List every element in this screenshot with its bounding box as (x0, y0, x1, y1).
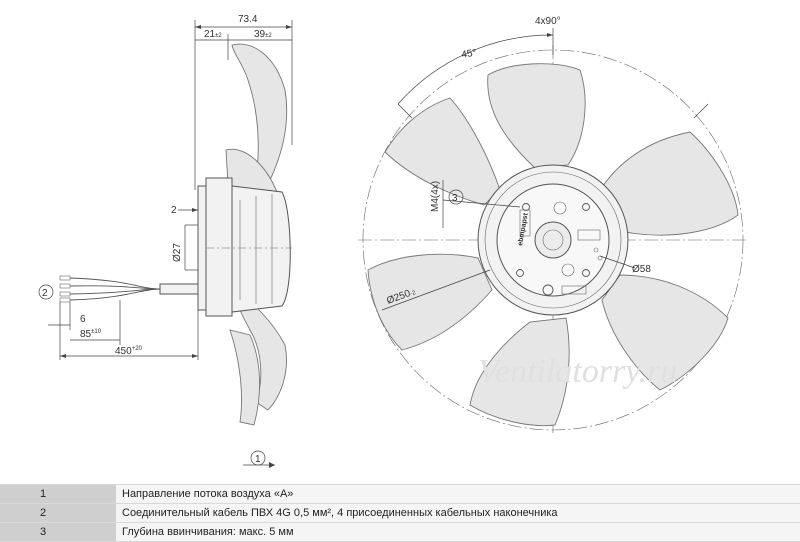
side-view: 73.4 21±2 39±2 2 Ø27 (38, 14, 293, 468)
shaft-bore (534, 221, 572, 259)
dim-cable-strip-label: 6 (80, 314, 86, 325)
side-blade-lower (235, 289, 287, 411)
motor-flange (197, 185, 207, 311)
blade-6 (384, 97, 501, 206)
dim-angle-label: 45° (461, 47, 478, 60)
front-view: ebmpapst 4x90° 45° M4(4x) 3 Ø58 Ø250-2 V… (358, 16, 748, 435)
legend-num: 2 (0, 503, 116, 523)
blade-1 (487, 63, 586, 169)
marker-depth (448, 189, 464, 205)
terminal (542, 284, 554, 296)
dim-thread-label: M4(4x) (430, 181, 441, 212)
legend-row: 1 Направление потока воздуха «A» (0, 484, 800, 504)
legend-text: Соединительный кабель ПВХ 4G 0,5 мм², 4 … (116, 503, 800, 523)
mount-hole-1 (522, 203, 530, 211)
dim-center-dia-label: Ø58 (632, 264, 651, 275)
cable-gland (159, 283, 199, 295)
blade-2 (599, 131, 739, 236)
marker-cable-label: 2 (42, 288, 48, 299)
motor-housing (231, 185, 291, 313)
dim-cable-len-label: 450+20 (115, 346, 143, 357)
marker-cable (38, 284, 54, 300)
legend-row: 2 Соединительный кабель ПВХ 4G 0,5 мм², … (0, 503, 800, 523)
dim-angle-pattern-label: 4x90° (535, 16, 561, 27)
dim-hub-label: 21±2 (204, 29, 222, 40)
watermark: Ventilatorry.ru (478, 353, 677, 390)
motor-rotor (205, 177, 233, 317)
technical-drawing: 73.4 21±2 39±2 2 Ø27 (38, 14, 748, 468)
legend-num: 3 (0, 522, 116, 542)
legend-text: Направление потока воздуха «A» (116, 484, 800, 504)
legend-num: 1 (0, 484, 116, 504)
blade-3 (601, 274, 729, 391)
mount-hole-4 (516, 269, 524, 277)
fan-blades (367, 63, 739, 427)
blade-4 (469, 317, 570, 427)
dim-total-label: 73.4 (238, 14, 258, 25)
dim-shaft-dia-label: Ø27 (172, 243, 183, 262)
side-blade-bottom (229, 329, 260, 426)
dim-blade-label: 39±2 (254, 29, 272, 40)
mount-hole-3 (582, 269, 590, 277)
marker-depth-label: 3 (452, 193, 458, 204)
legend-table: 1 Направление потока воздуха «A» 2 Соеди… (0, 484, 800, 542)
marker-flow (250, 450, 266, 466)
marker-flow-label: 1 (255, 454, 261, 465)
dim-cable-end-label: 85±10 (80, 329, 102, 340)
dim-flange-label: 2 (171, 205, 177, 216)
legend-text: Глубина ввинчивания: макс. 5 мм (116, 522, 800, 542)
mount-hole-2 (582, 203, 590, 211)
blade-5 (367, 253, 493, 351)
legend-row: 3 Глубина ввинчивания: макс. 5 мм (0, 522, 800, 542)
